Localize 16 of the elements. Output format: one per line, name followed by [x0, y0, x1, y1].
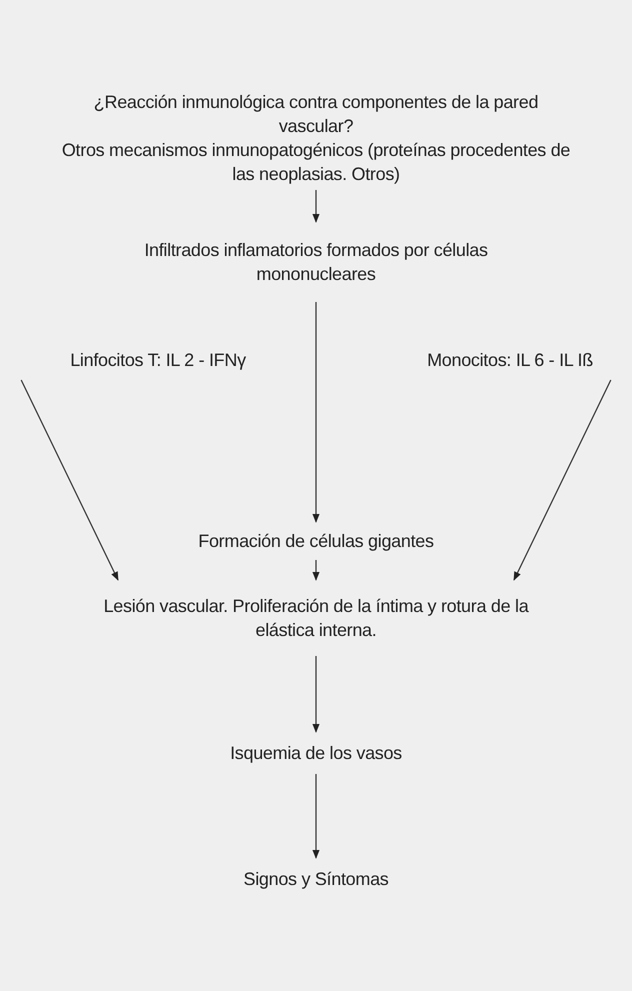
arrow — [312, 656, 320, 733]
flow-step-text: ¿Reacción inmunológica contra componentes de la pared vascular? — [92, 91, 540, 138]
arrow — [312, 302, 320, 523]
arrow — [312, 560, 320, 581]
flow-step-text: Monocitos: IL 6 - IL Iß — [427, 349, 593, 372]
flow-step-text: Signos y Síntomas — [244, 868, 388, 891]
arrow — [312, 774, 320, 859]
arrow — [513, 380, 612, 581]
flow-step-text: Lesión vascular. Proliferación de la íntima y rotura de la elástica interna. — [102, 595, 530, 642]
flow-step-text: Infiltrados inflamatorios formados por células mononucleares — [143, 239, 489, 286]
flow-step-text: Formación de células gigantes — [198, 530, 434, 553]
flow-step-text: Isquemia de los vasos — [230, 742, 402, 765]
flow-step-text: Otros mecanismos inmunopatogénicos (proteínas procedentes de las neoplasias. Otros) — [60, 139, 572, 186]
arrow — [20, 380, 119, 581]
arrow — [312, 190, 320, 223]
flow-step-text: Linfocitos T: IL 2 - IFNγ — [70, 349, 246, 372]
